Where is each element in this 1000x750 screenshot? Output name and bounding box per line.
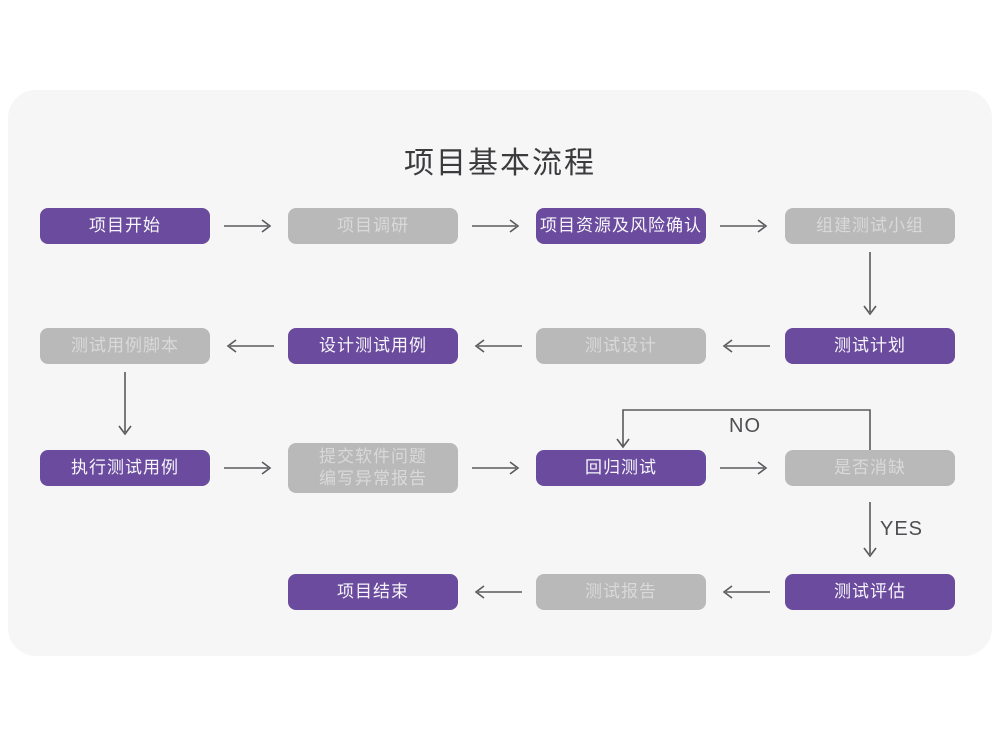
node-label: 测试计划 — [834, 335, 906, 355]
node-build-test-team: 组建测试小组 — [785, 208, 955, 244]
node-label: 执行测试用例 — [71, 457, 179, 477]
node-label: 项目资源及风险确认 — [540, 215, 702, 235]
page-title: 项目基本流程 — [404, 147, 596, 180]
flowchart-card: 项目基本流程 项目开始 项目调研 项目资源及风险确认 组建测试小组 — [8, 90, 992, 656]
node-test-report: 测试报告 — [536, 574, 706, 610]
node-label: 项目调研 — [337, 215, 409, 235]
node-label: 是否消缺 — [834, 457, 906, 477]
node-design-test-case: 设计测试用例 — [288, 328, 458, 364]
node-label: 组建测试小组 — [816, 215, 924, 235]
arrow-down-icon — [862, 250, 878, 320]
node-label: 测试报告 — [585, 581, 657, 601]
node-project-end: 项目结束 — [288, 574, 458, 610]
node-label: 项目结束 — [337, 581, 409, 601]
arrow-left-icon — [718, 338, 772, 354]
arrow-down-icon — [862, 500, 878, 562]
node-label-line1: 提交软件问题 — [319, 446, 427, 466]
arrow-left-icon — [470, 584, 524, 600]
node-submit-issue-report: 提交软件问题 编写异常报告 — [288, 443, 458, 493]
edge-label-no: NO — [729, 415, 761, 437]
node-label: 项目开始 — [89, 215, 161, 235]
node-regression-test: 回归测试 — [536, 450, 706, 486]
arrow-right-icon — [718, 218, 772, 234]
arrow-left-icon — [470, 338, 524, 354]
node-label: 测试评估 — [834, 581, 906, 601]
arrow-right-icon — [222, 218, 276, 234]
node-test-design: 测试设计 — [536, 328, 706, 364]
node-resource-risk-confirm: 项目资源及风险确认 — [536, 208, 706, 244]
node-label: 回归测试 — [585, 457, 657, 477]
node-label: 测试用例脚本 — [71, 335, 179, 355]
arrow-left-icon — [222, 338, 276, 354]
node-execute-test-case: 执行测试用例 — [40, 450, 210, 486]
node-label: 测试设计 — [585, 335, 657, 355]
edge-label-yes: YES — [880, 518, 924, 540]
arrow-right-icon — [222, 460, 276, 476]
arrow-left-icon — [718, 584, 772, 600]
node-test-case-script: 测试用例脚本 — [40, 328, 210, 364]
node-label-line2: 编写异常报告 — [319, 469, 427, 488]
node-test-plan: 测试计划 — [785, 328, 955, 364]
node-defect-resolved: 是否消缺 — [785, 450, 955, 486]
arrow-right-icon — [470, 218, 524, 234]
arrow-down-icon — [117, 370, 133, 440]
node-label: 设计测试用例 — [319, 335, 427, 355]
node-project-start: 项目开始 — [40, 208, 210, 244]
no-loop-connector — [615, 402, 879, 452]
node-project-research: 项目调研 — [288, 208, 458, 244]
arrow-right-icon — [718, 460, 772, 476]
arrow-right-icon — [470, 460, 524, 476]
node-test-evaluate: 测试评估 — [785, 574, 955, 610]
